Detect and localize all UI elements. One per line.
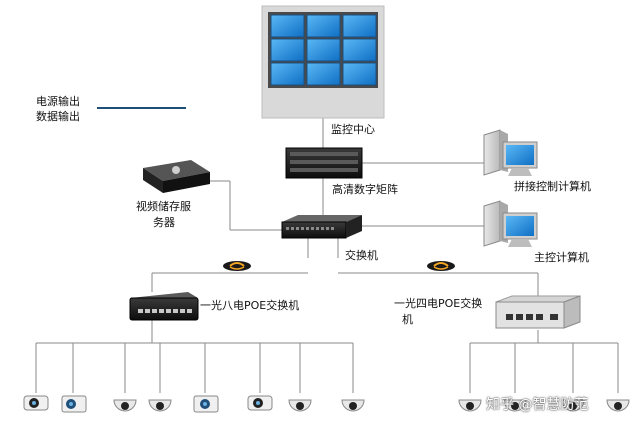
switch-label: 交换机: [345, 249, 378, 262]
poe8-label: 一光八电POE交换机: [200, 299, 300, 312]
camera-icon: [561, 399, 585, 412]
hd-matrix-label: 高清数字矩阵: [332, 183, 398, 196]
network-switch-icon: [281, 215, 362, 239]
video-wall-icon: [261, 5, 385, 119]
fiber-link-icon: [223, 261, 251, 271]
main-pc-label: 主控计算机: [534, 251, 589, 264]
camera-icon: [606, 399, 630, 412]
poe4-label-line1: 一光四电POE交换: [394, 297, 483, 310]
poe-switch-4-icon: [495, 295, 581, 329]
camera-icon: [288, 399, 312, 412]
storage-server-label-line2: 务器: [153, 216, 175, 229]
fiber-link-icon: [427, 261, 455, 271]
matrix-device-icon: [285, 147, 363, 179]
camera-icon: [193, 395, 219, 413]
camera-icon: [503, 399, 527, 412]
camera-icon: [341, 399, 365, 412]
computer-icon: [483, 129, 538, 176]
watermark: 知乎 @智慧防范: [486, 397, 589, 413]
camera-icon: [148, 399, 172, 412]
camera-icon: [61, 395, 87, 413]
legend-power-label: 电源输出: [36, 95, 80, 108]
splice-pc-label: 拼接控制计算机: [514, 180, 591, 193]
computer-icon: [483, 200, 538, 247]
camera-icon: [247, 395, 273, 411]
monitor-center-label: 监控中心: [331, 123, 375, 136]
camera-icon: [458, 399, 482, 412]
camera-icon: [23, 395, 49, 411]
legend-data-label: 数据输出: [36, 110, 80, 123]
poe-switch-8-icon: [129, 292, 199, 321]
storage-server-icon: [143, 160, 210, 193]
poe4-label-line2: 机: [402, 313, 413, 326]
camera-icon: [113, 399, 137, 412]
connection-lines: [35, 118, 619, 393]
storage-server-label-line1: 视频储存服: [136, 200, 191, 213]
